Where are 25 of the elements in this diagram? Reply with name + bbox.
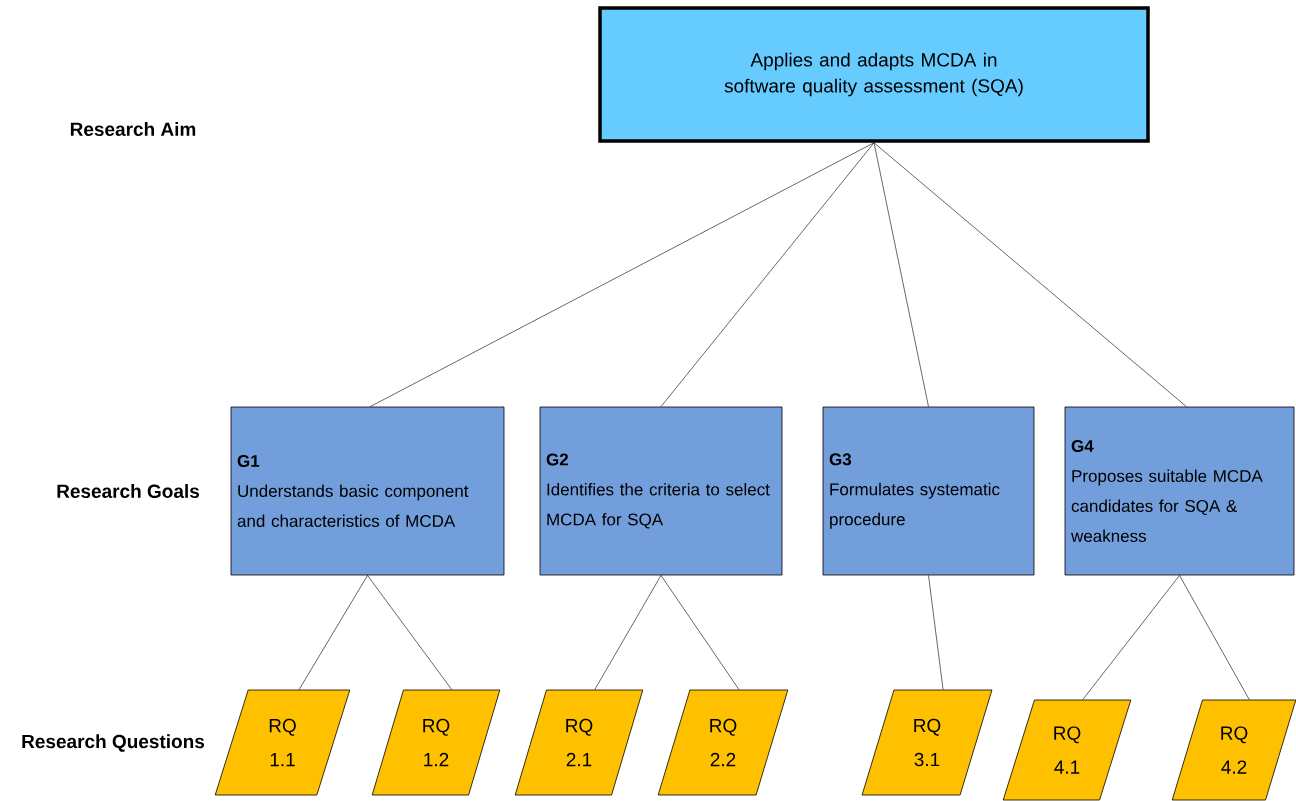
aim-box: Applies and adapts MCDA in software quality assessment (SQA)	[598, 6, 1150, 143]
goal-box: G3 Formulates systematic procedure	[822, 406, 1035, 576]
level-label: Research Goals	[57, 484, 199, 498]
connector-line	[873, 142, 1187, 407]
connector-line	[298, 575, 368, 690]
connector-line	[928, 575, 944, 690]
question-parallelogram: RQ 2.1	[514, 689, 644, 796]
goal-box: G2 Identifies the criteria to select MCDA for SQA	[539, 406, 783, 576]
connector-line	[660, 142, 875, 407]
question-parallelogram: RQ 2.2	[657, 689, 789, 796]
connector-line	[594, 575, 662, 690]
connector-line	[1082, 575, 1180, 700]
question-parallelogram: RQ 4.1	[1002, 699, 1132, 801]
connector-line	[660, 575, 740, 690]
question-parallelogram: RQ 1.2	[371, 689, 501, 796]
level-label: Research Aim	[70, 122, 196, 136]
connector-line	[369, 142, 875, 407]
goal-box: G1 Understands basic component and characteristics of MCDA	[230, 406, 505, 576]
question-parallelogram: RQ 4.2	[1171, 699, 1296, 801]
connector-line	[367, 575, 453, 690]
connector-line	[873, 142, 929, 407]
goal-box: G4 Proposes suitable MCDA candidates for SQA & weakness	[1064, 406, 1295, 576]
question-parallelogram: RQ 3.1	[861, 689, 993, 796]
connector-line	[1179, 575, 1250, 700]
question-parallelogram: RQ 1.1	[214, 689, 351, 796]
